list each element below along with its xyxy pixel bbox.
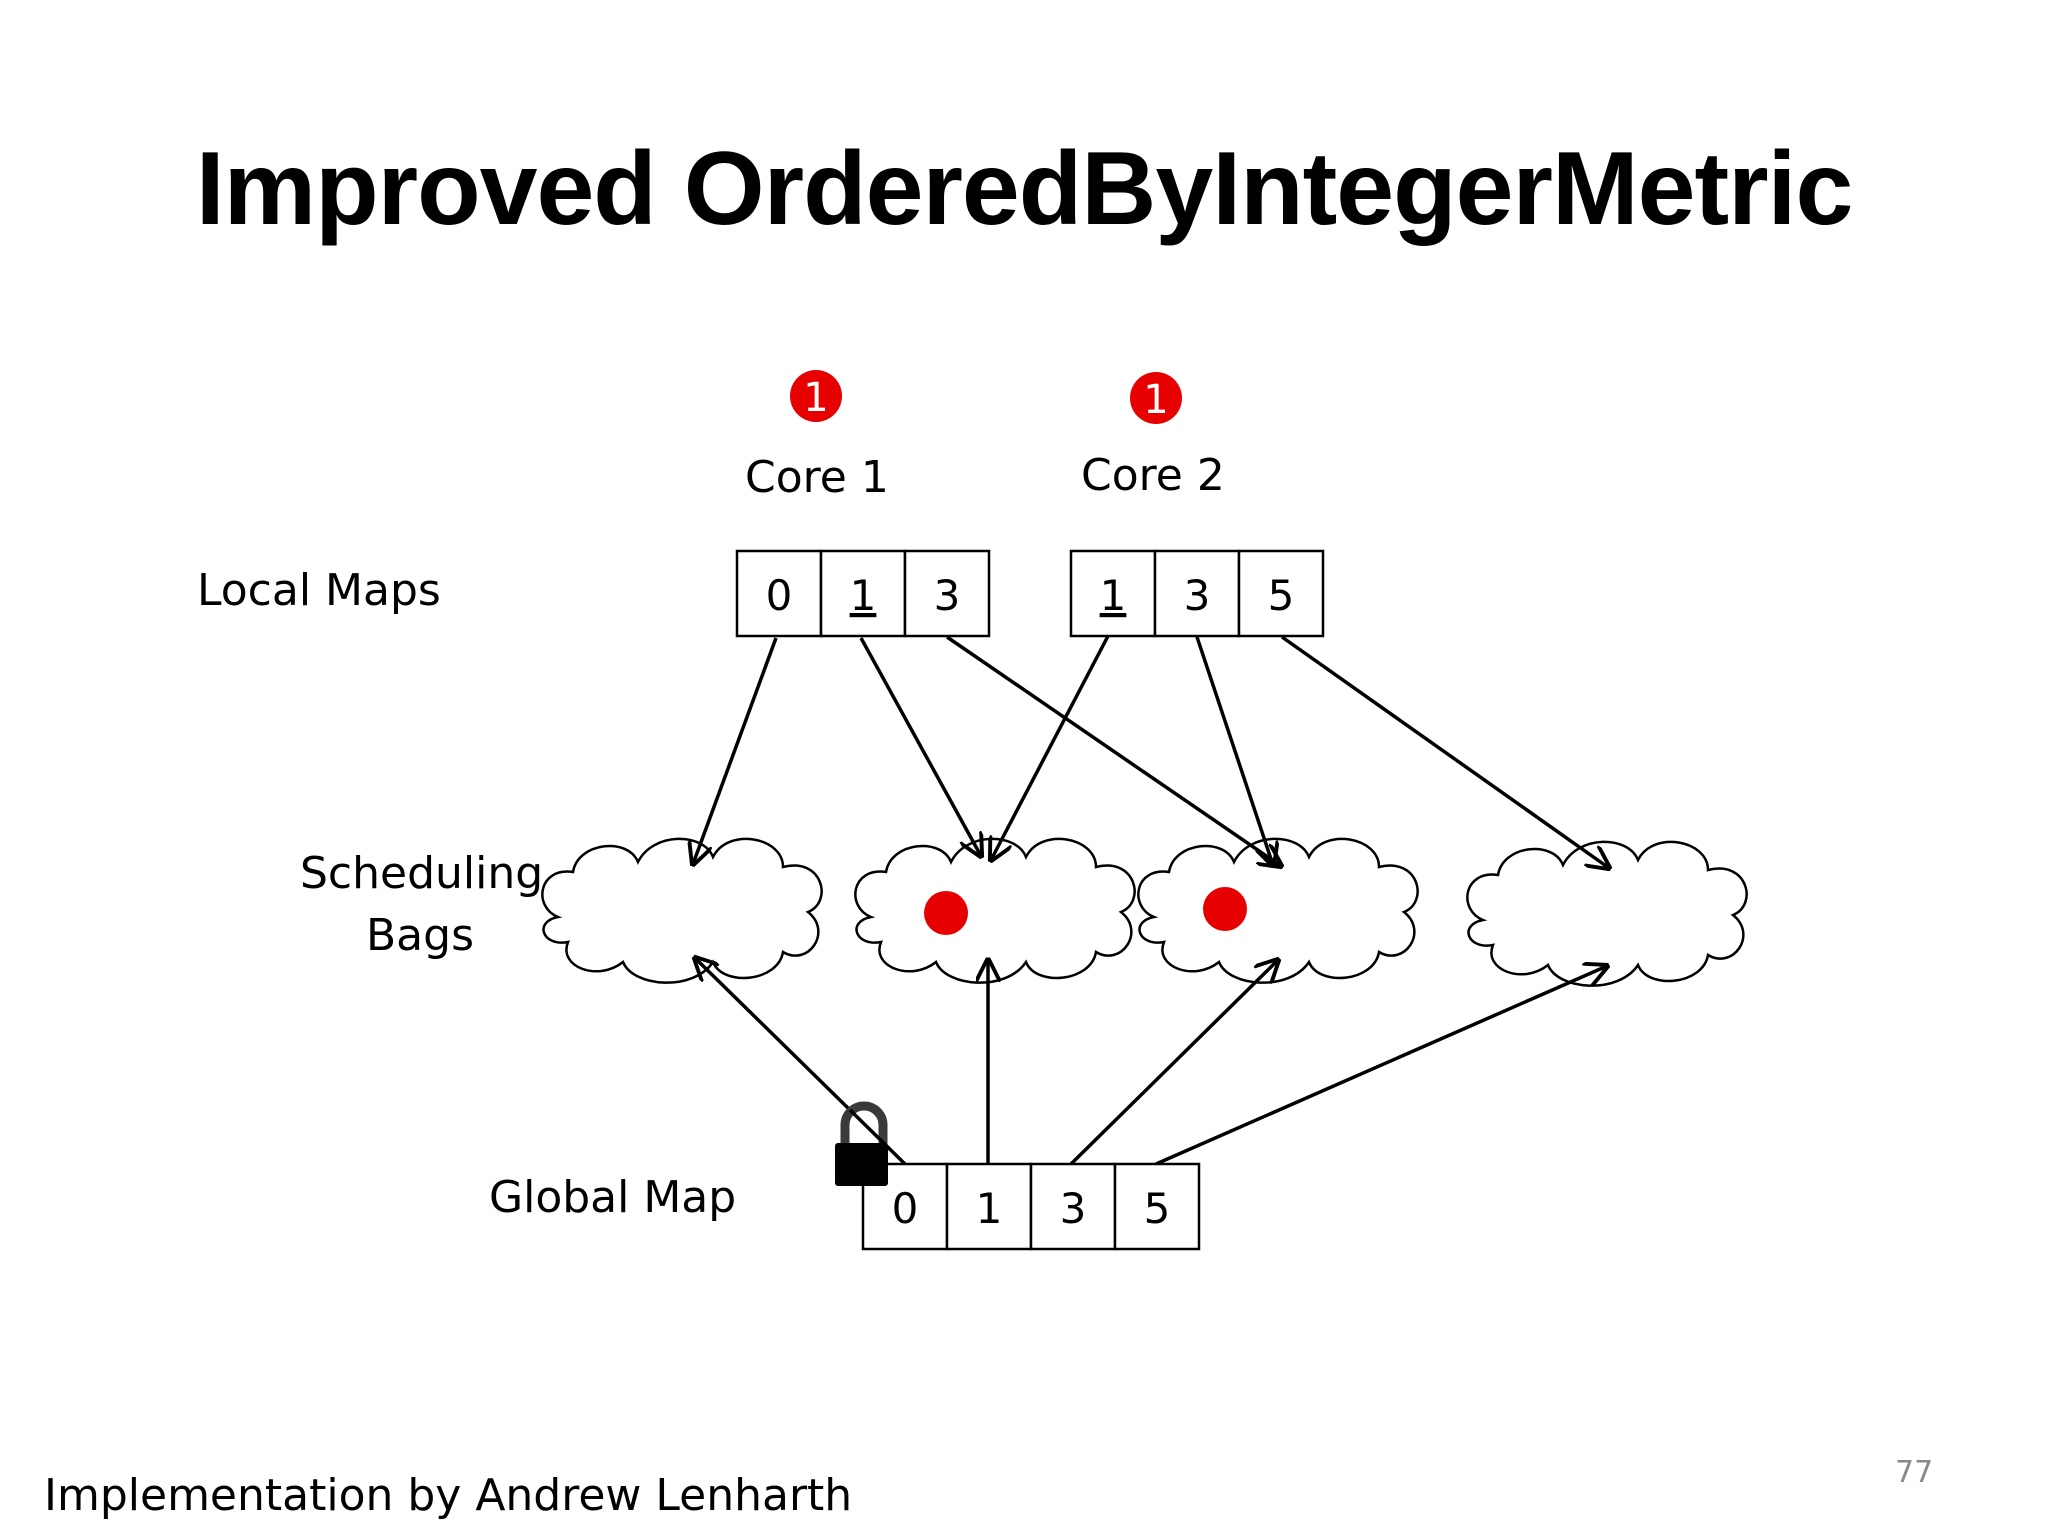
work-item-token	[924, 891, 968, 935]
local-map-core1-value: 3	[934, 571, 961, 620]
global-map-cell	[1113, 1162, 1201, 1251]
slide-title: Improved OrderedByIntegerMetric	[195, 131, 1854, 247]
core2-badge-text: 1	[1143, 377, 1168, 423]
core2-label: Core 2	[1081, 450, 1225, 501]
local-map-core1-cell	[735, 549, 823, 638]
global-map-label: Global Map	[489, 1172, 737, 1223]
global-map-value: 0	[892, 1184, 919, 1233]
local-map-core1-value: 1	[850, 571, 877, 620]
arrow	[1155, 966, 1607, 1166]
lock-icon	[835, 1101, 888, 1186]
local-map-core1-value: 0	[766, 571, 793, 620]
arrow	[859, 637, 981, 856]
core1-badge-text: 1	[803, 375, 828, 421]
local-maps-label: Local Maps	[197, 565, 441, 616]
arrow	[1069, 960, 1278, 1166]
local-map-core1-cell	[819, 549, 907, 638]
local-map-core2-value: 1	[1100, 571, 1127, 620]
arrow	[693, 637, 778, 864]
arrow	[946, 635, 1281, 866]
local-map-core2-cell	[1153, 549, 1241, 638]
local-map-core1	[735, 549, 991, 638]
local-map-core1-cell	[903, 549, 991, 638]
scheduling-bag	[854, 837, 1136, 984]
work-item-token	[1203, 887, 1247, 931]
arrow	[695, 958, 852, 1112]
global-map-value: 1	[976, 1184, 1003, 1233]
global-map-value: 5	[1144, 1184, 1171, 1233]
local-map-core2-value: 5	[1268, 571, 1295, 620]
arrow-tail	[848, 1108, 907, 1166]
footer-credit: Implementation by Andrew Lenharth	[44, 1470, 853, 1521]
global-map-value: 3	[1060, 1184, 1087, 1233]
scheduling-bag	[541, 837, 823, 984]
core1-badge: 1	[790, 370, 842, 422]
core1-label: Core 1	[745, 452, 889, 503]
scheduling-bags-label-line1: Scheduling	[300, 848, 544, 899]
local-map-core2-cell	[1237, 549, 1325, 638]
global-map-cell	[1029, 1162, 1117, 1251]
global-map-cell	[945, 1162, 1033, 1251]
arrow	[991, 635, 1110, 860]
local-map-core2	[1069, 549, 1325, 638]
core2-badge: 1	[1130, 372, 1182, 424]
scheduling-bags-label-line2: Bags	[366, 910, 475, 961]
local-map-core2-value: 3	[1184, 571, 1211, 620]
arrow	[1280, 635, 1609, 868]
arrow	[1195, 636, 1273, 865]
page-number: 77	[1895, 1455, 1934, 1490]
scheduling-bag	[1466, 840, 1748, 987]
global-map	[861, 1162, 1201, 1251]
